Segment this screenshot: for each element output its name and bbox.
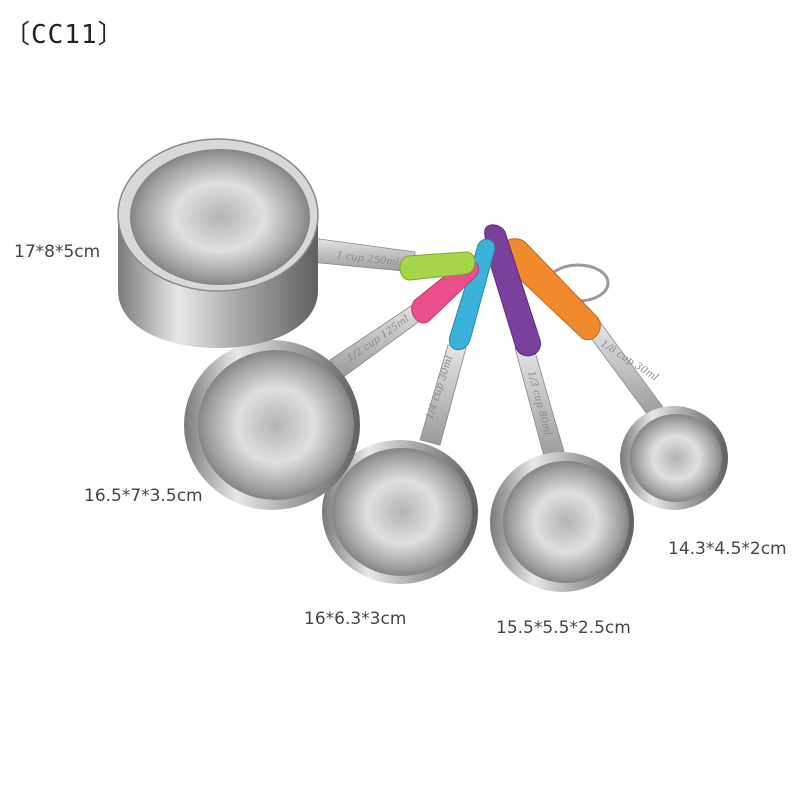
dimension-label-cup-2: 16.5*7*3.5cm [84, 486, 203, 506]
cup-2-engraving: 1/2 cup 125ml [345, 314, 411, 365]
dimension-label-cup-5: 14.3*4.5*2cm [668, 539, 787, 559]
dimension-label-cup-3: 16*6.3*3cm [304, 609, 407, 629]
purple-handle [484, 224, 541, 357]
measuring-cup-3: 1/4 cup 30ml [322, 238, 496, 584]
blue-handle [449, 238, 496, 351]
dimension-label-cup-1: 17*8*5cm [14, 242, 101, 262]
product-code: 〔CC11〕 [4, 20, 125, 50]
dimension-label-cup-4: 15.5*5.5*2.5cm [496, 618, 631, 638]
measuring-cup-5: 1/8 cup 30ml [503, 238, 728, 510]
measuring-cup-1: 1 cup 250ml [117, 138, 476, 348]
green-handle [399, 251, 476, 281]
